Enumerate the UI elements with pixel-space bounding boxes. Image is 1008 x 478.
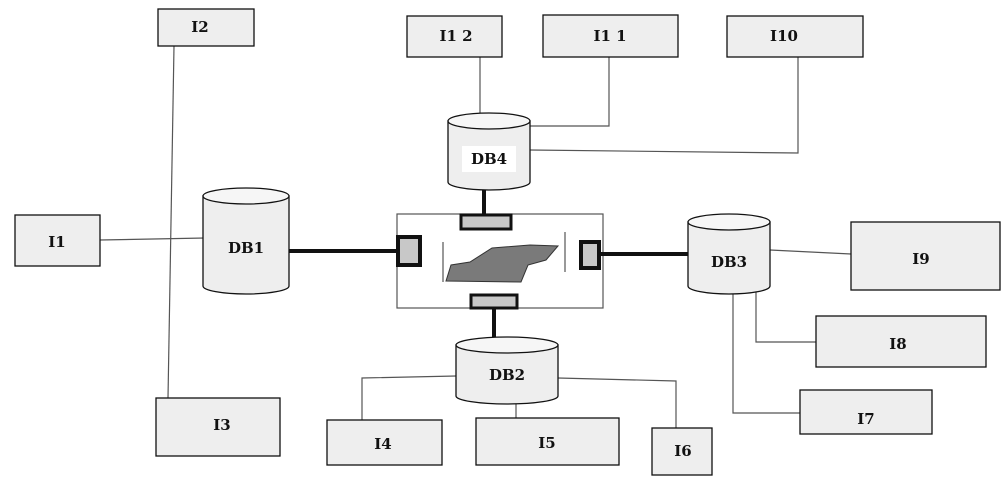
link-i2-i3 <box>167 45 175 399</box>
db1-body <box>202 195 290 295</box>
db2-top <box>455 336 559 354</box>
label-i1: I1 <box>48 233 65 251</box>
label-i8: I8 <box>889 335 906 353</box>
label-i12: I1 2 <box>439 27 472 45</box>
link-db2-i4 <box>361 375 457 420</box>
label-i5: I5 <box>538 434 555 452</box>
box-i12 <box>406 15 503 58</box>
db3-top <box>687 213 771 231</box>
map-shape <box>445 244 560 283</box>
hub-plug-top <box>459 213 513 231</box>
hub-plug-right <box>579 240 601 270</box>
db1-top <box>202 187 290 205</box>
db2-label: DB2 <box>489 366 525 384</box>
db3-body <box>687 221 771 295</box>
database-db2: DB2 <box>455 336 559 405</box>
label-i9: I9 <box>912 250 929 268</box>
label-i4: I4 <box>374 435 391 453</box>
db4-top <box>447 112 531 130</box>
interface-boxes <box>14 8 1001 476</box>
label-i7: I7 <box>857 410 874 428</box>
box-i3 <box>155 397 281 457</box>
link-db4-i11 <box>530 57 610 127</box>
link-db3-i9 <box>769 249 852 255</box>
db4-label-bg <box>462 146 516 172</box>
db2-body <box>455 344 559 405</box>
box-i8 <box>815 315 987 368</box>
central-hub <box>396 213 604 310</box>
box-i11 <box>542 14 679 58</box>
box-i2 <box>157 8 255 47</box>
interface-labels: I1 I2 I3 I4 I5 I6 I7 I8 I9 I10 I1 1 I1 2 <box>48 18 929 460</box>
box-i6 <box>651 427 713 476</box>
box-i1 <box>14 214 101 267</box>
thin-connectors <box>99 45 852 428</box>
box-i5 <box>475 417 620 466</box>
database-db1: DB1 <box>202 187 290 295</box>
box-i10 <box>726 15 864 58</box>
link-db4-i10 <box>529 57 799 154</box>
hub-plug-left <box>396 235 422 267</box>
box-i4 <box>326 419 443 466</box>
database-db3: DB3 <box>687 213 771 295</box>
box-i9 <box>850 221 1001 291</box>
label-i10: I10 <box>770 27 798 45</box>
link-db2-i6 <box>557 377 677 428</box>
db3-label: DB3 <box>711 253 747 271</box>
box-i7 <box>799 389 933 435</box>
link-db3-i8 <box>755 290 816 343</box>
hub-plug-bottom <box>469 293 519 310</box>
label-i3: I3 <box>213 416 230 434</box>
database-db4: DB4 <box>447 112 531 191</box>
label-i11: I1 1 <box>593 27 626 45</box>
label-i6: I6 <box>674 442 691 460</box>
db1-label: DB1 <box>228 239 264 257</box>
label-i2: I2 <box>191 18 208 36</box>
link-db3-i7 <box>732 290 800 414</box>
link-i1-db1 <box>99 237 206 241</box>
db4-label: DB4 <box>471 150 507 168</box>
